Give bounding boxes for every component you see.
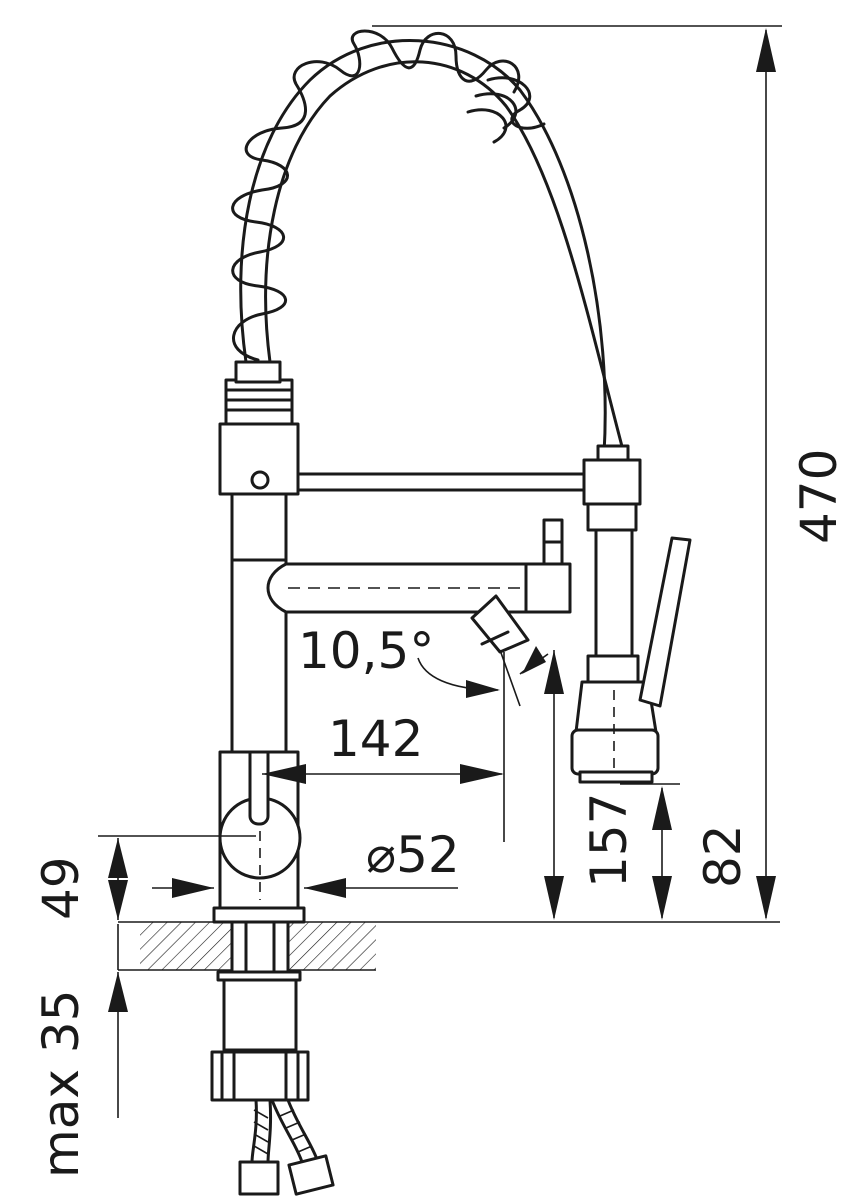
dim-spray-head-height: 157 xyxy=(544,650,638,920)
dim-counter-thickness: max 35 xyxy=(32,924,128,1178)
mounting-shank xyxy=(210,920,310,1102)
upper-collar xyxy=(218,360,300,496)
dim-spray-outlet-height-label: 82 xyxy=(694,824,752,888)
countertop xyxy=(118,921,780,971)
dim-spray-head-height-label: 157 xyxy=(580,793,638,888)
coil-spring xyxy=(231,29,546,362)
supply-hoses xyxy=(238,1098,335,1196)
dim-spray-outlet-height: 82 xyxy=(620,783,752,920)
dim-base-diameter-label: ⌀52 xyxy=(366,826,460,884)
dim-total-height-label: 470 xyxy=(790,449,848,544)
dim-base-height-label: 49 xyxy=(32,856,90,920)
holder-arm xyxy=(296,472,590,492)
spray-head xyxy=(570,444,692,784)
dim-spout-reach: 142 xyxy=(262,652,505,842)
dim-spout-angle-label: 10,5° xyxy=(298,622,434,680)
dim-base-diameter: ⌀52 xyxy=(152,826,460,898)
dim-counter-thickness-label: max 35 xyxy=(32,990,90,1178)
dim-spout-reach-label: 142 xyxy=(328,710,423,768)
dim-spout-angle: 10,5° xyxy=(298,622,549,707)
pull-down-hose xyxy=(239,39,626,456)
base-plate xyxy=(212,906,306,924)
dim-total-height: 470 xyxy=(372,25,848,920)
column xyxy=(230,492,288,754)
swivel-spout xyxy=(266,518,572,654)
dim-base-height: 49 xyxy=(32,835,256,920)
